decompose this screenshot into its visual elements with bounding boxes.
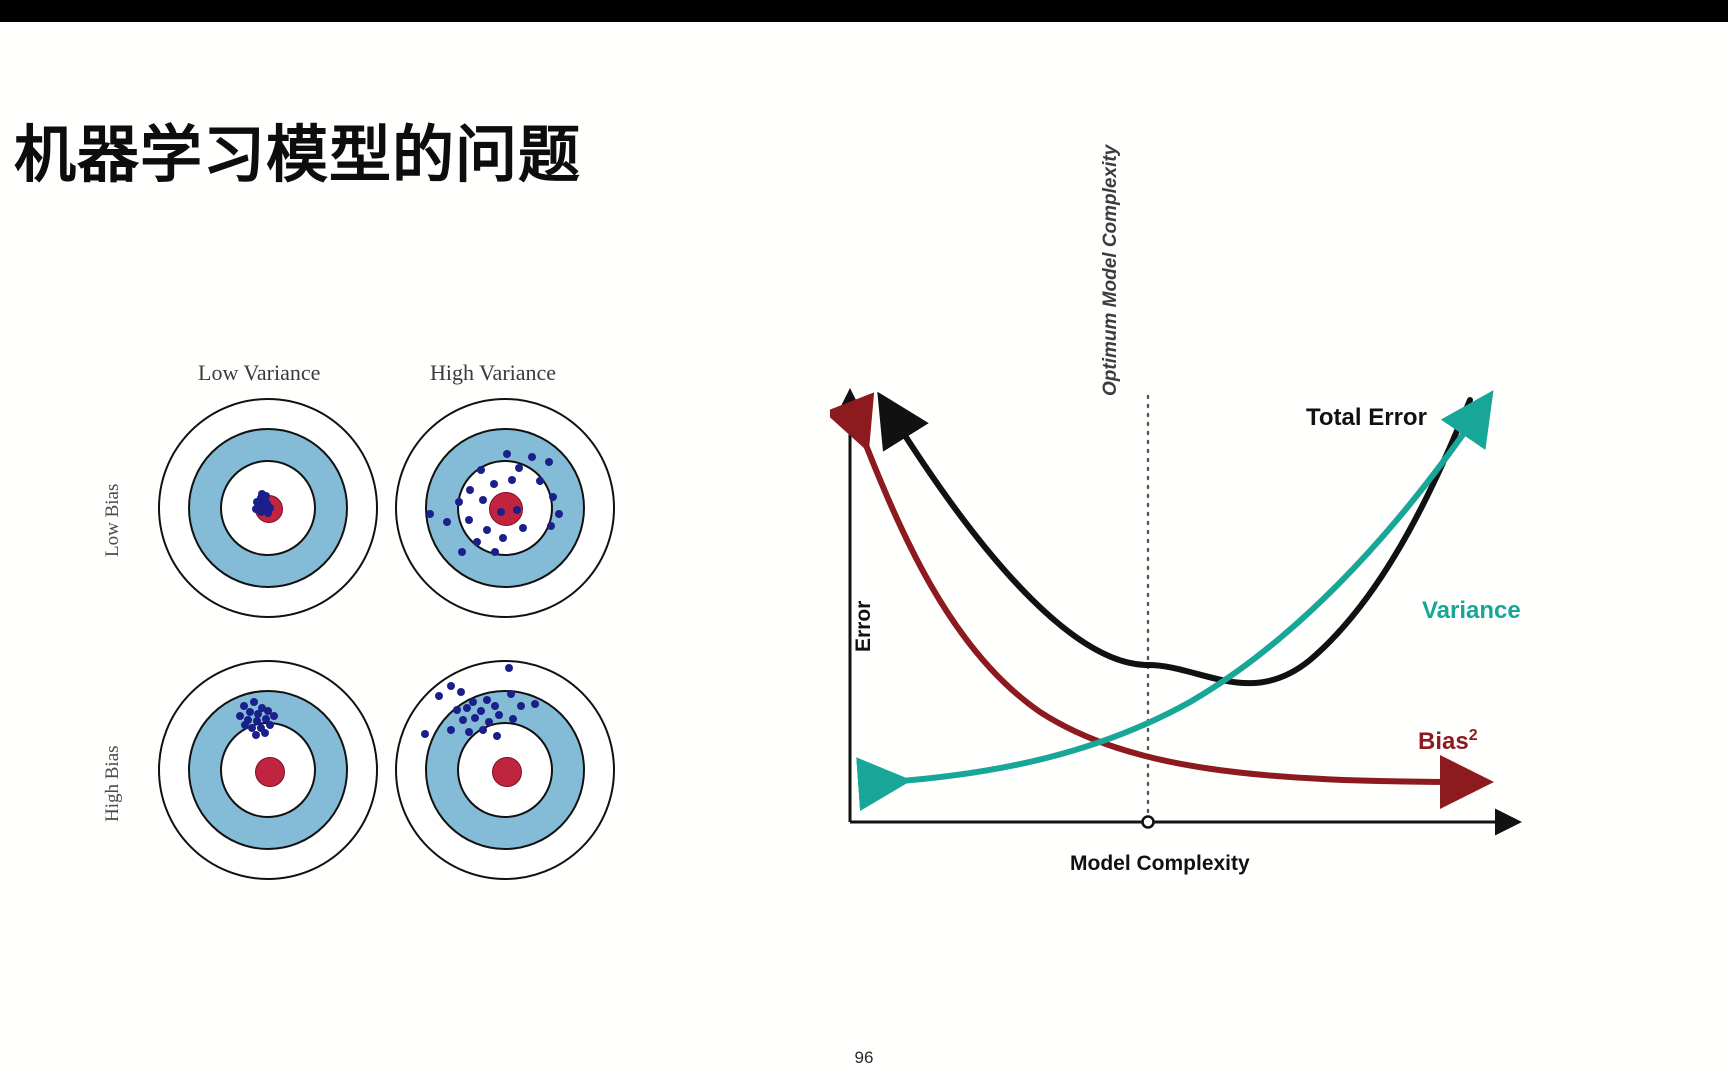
variance-curve — [856, 390, 1494, 812]
slide-canvas: 机器学习模型的问题 Low Variance High Variance Low… — [0, 22, 1728, 1080]
variance-label: Variance — [1422, 597, 1521, 624]
total-error-label: Total Error — [1306, 404, 1427, 431]
row-header-low-bias: Low Bias — [102, 483, 123, 557]
target-low-bias-low-variance — [158, 398, 378, 618]
bias-variance-bullseye-figure: Low Variance High Variance Low Bias High… — [80, 342, 700, 922]
bias-label-text: Bias — [1418, 728, 1469, 755]
bias-label-superscript: 2 — [1468, 727, 1478, 744]
optimum-model-complexity-label: Optimum Model Complexity — [1100, 144, 1121, 396]
bias-squared-label: Bias2 — [1418, 727, 1478, 756]
chart-svg — [830, 388, 1522, 836]
page-number: 96 — [854, 1048, 874, 1067]
target-low-bias-high-variance — [395, 398, 615, 618]
y-axis-label: Error — [852, 600, 875, 652]
bias-squared-curve — [830, 392, 1494, 809]
x-axis-label: Model Complexity — [1070, 852, 1250, 875]
page-title: 机器学习模型的问题 — [14, 118, 582, 191]
row-header-high-bias: High Bias — [102, 745, 123, 822]
top-black-bar — [0, 0, 1728, 22]
total-error-curve — [877, 391, 1473, 687]
target-high-bias-low-variance — [158, 660, 378, 880]
bias-variance-tradeoff-chart: Total Error Variance Bias2 Optimum Model… — [830, 145, 1530, 902]
column-header-low-variance: Low Variance — [198, 360, 321, 385]
target-high-bias-high-variance — [395, 660, 615, 880]
target-bullseye — [255, 757, 285, 787]
column-header-high-variance: High Variance — [430, 360, 557, 385]
target-bullseye — [492, 757, 522, 787]
target-ring-inner-white — [457, 722, 553, 818]
optimum-complexity-marker — [1141, 815, 1155, 829]
